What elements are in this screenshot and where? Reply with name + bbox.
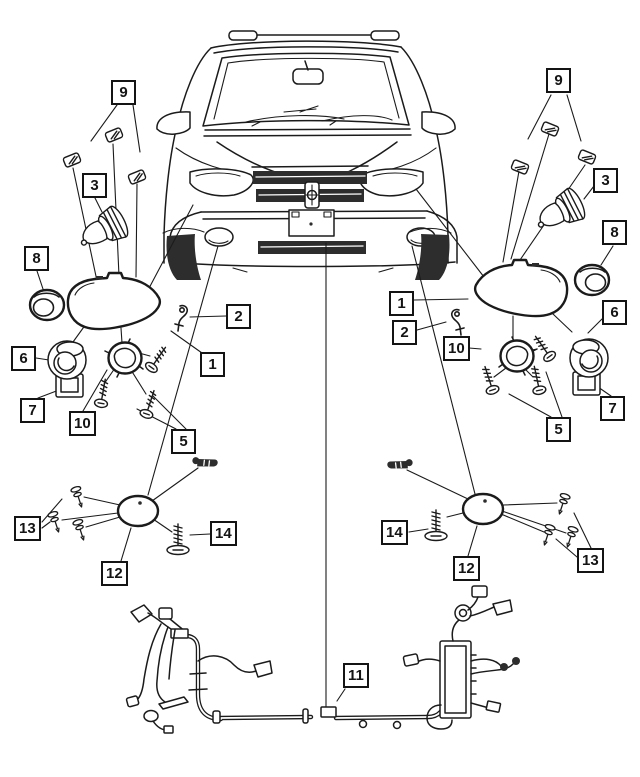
vehicle-front-view: [156, 30, 458, 280]
retainer-clip: [127, 168, 147, 186]
leader-lines: [35, 94, 614, 709]
callout-left-13[interactable]: 13: [14, 516, 41, 541]
seal-ring: [28, 288, 66, 322]
screw: [138, 387, 161, 421]
callout-left-2[interactable]: 2: [226, 304, 251, 329]
push-pin: [71, 517, 89, 543]
connector: [454, 604, 472, 622]
screw: [93, 377, 113, 410]
connector: [143, 709, 159, 723]
connector: [492, 599, 513, 616]
headlamp-lens: [473, 258, 569, 318]
wiring-harness: [125, 585, 520, 734]
connector: [125, 695, 140, 708]
callout-right-14[interactable]: 14: [381, 520, 408, 545]
callout-right-2[interactable]: 2: [392, 320, 417, 345]
callout-center-11[interactable]: 11: [343, 663, 369, 688]
mounting-screw: [424, 509, 448, 542]
left-mounting-parts: [46, 452, 220, 556]
callout-right-8[interactable]: 8: [602, 220, 627, 245]
callout-right-5[interactable]: 5: [546, 417, 571, 442]
connector: [130, 604, 153, 623]
bulb-socket: [47, 340, 87, 398]
junction-block: [439, 640, 472, 719]
callout-right-9[interactable]: 9: [546, 68, 571, 93]
retainer-clip: [104, 126, 124, 144]
bulb-socket: [569, 338, 609, 396]
callout-right-3[interactable]: 3: [593, 168, 618, 193]
headlamp-lens: [66, 271, 162, 331]
screw: [527, 364, 548, 397]
seal-ring: [573, 263, 611, 297]
callout-right-13[interactable]: 13: [577, 548, 604, 573]
retainer-clip: [510, 158, 530, 176]
tire-left: [166, 234, 201, 280]
callout-left-1[interactable]: 1: [200, 352, 225, 377]
connector: [402, 653, 420, 667]
callout-right-7[interactable]: 7: [600, 396, 625, 421]
right-mounting-parts: [385, 454, 580, 550]
mounting-screw: [166, 523, 190, 556]
push-pin: [554, 491, 572, 517]
tire-right: [415, 234, 450, 280]
push-pin: [539, 522, 557, 548]
adjust-clip: [450, 308, 465, 336]
callout-left-9[interactable]: 9: [111, 80, 136, 105]
callout-left-8[interactable]: 8: [24, 246, 49, 271]
connector: [485, 700, 502, 713]
grommet-seal: [116, 494, 160, 528]
retainer-clip: [62, 151, 82, 169]
callout-left-7[interactable]: 7: [20, 398, 45, 423]
callout-right-12[interactable]: 12: [453, 556, 480, 581]
connector: [253, 660, 273, 678]
screw: [143, 342, 172, 376]
bulb-retainer: [103, 337, 145, 379]
connector: [158, 607, 173, 620]
wipers: [245, 115, 393, 127]
lower-intake: [258, 241, 366, 254]
push-pin: [562, 524, 580, 550]
retainer-clip: [540, 120, 560, 138]
grille-upper: [253, 171, 367, 184]
headlamp-bulb: [528, 185, 590, 239]
callout-left-3[interactable]: 3: [82, 173, 107, 198]
retainer-clip: [577, 148, 597, 166]
callout-right-1[interactable]: 1: [389, 291, 414, 316]
callout-left-10[interactable]: 10: [69, 411, 96, 436]
callout-left-12[interactable]: 12: [101, 561, 128, 586]
grommet-seal: [461, 492, 505, 526]
callout-left-6[interactable]: 6: [11, 346, 36, 371]
adjust-clip: [174, 304, 189, 332]
windshield: [202, 52, 410, 127]
connector: [471, 585, 488, 598]
right-headlamp-parts: [450, 120, 611, 397]
callout-left-14[interactable]: 14: [210, 521, 237, 546]
mirror-left: [156, 111, 191, 135]
callout-left-5[interactable]: 5: [171, 429, 196, 454]
callout-right-6[interactable]: 6: [602, 300, 627, 325]
mirror-right: [421, 111, 456, 135]
bolt: [190, 452, 220, 473]
left-headlamp-parts: [28, 126, 189, 421]
callout-right-10[interactable]: 10: [443, 336, 470, 361]
screw: [478, 363, 501, 397]
